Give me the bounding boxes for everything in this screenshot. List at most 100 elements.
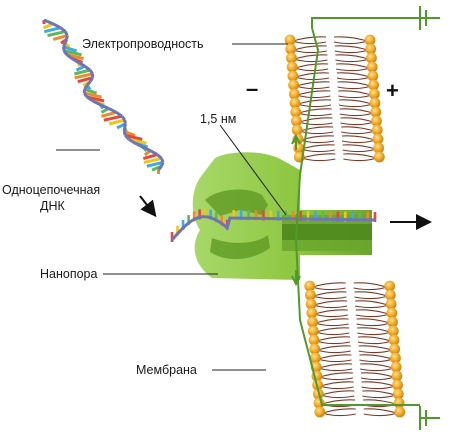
lipid-tail — [363, 408, 400, 417]
lipid-tail — [355, 309, 393, 318]
lipid-head — [371, 115, 382, 127]
lipid-tail — [314, 345, 351, 354]
dna-base — [63, 49, 82, 57]
dna-backbone — [83, 84, 89, 91]
lipid-head — [387, 316, 398, 328]
dna-base — [143, 156, 163, 164]
lipid-tail — [316, 372, 353, 381]
lipid-tail — [357, 327, 394, 336]
lipid-tail — [313, 327, 350, 336]
lipid-tail — [354, 291, 391, 300]
lipid-tail — [289, 36, 327, 45]
dna-direction-arrow-in — [139, 195, 157, 218]
label-nanopore: Нанопора — [40, 267, 98, 281]
lipid-head — [291, 124, 303, 136]
lipid-head — [364, 34, 376, 46]
lipid-head — [310, 352, 321, 364]
lipid-tail — [333, 36, 371, 45]
dna-backbone — [62, 49, 68, 56]
lipid-head — [392, 379, 403, 391]
lipid-tail — [315, 354, 352, 363]
dna-base — [43, 26, 61, 34]
lipid-head — [392, 388, 404, 400]
lipid-head — [369, 97, 381, 109]
dna-backbone — [134, 141, 144, 149]
lipid-head — [309, 343, 321, 355]
dna-backbone — [82, 92, 89, 98]
lipid-tail — [336, 63, 373, 72]
sign-positive: + — [386, 78, 399, 103]
lipid-tail — [295, 108, 332, 117]
lipid-tail — [336, 72, 374, 81]
lipid-tail — [361, 381, 398, 390]
dna-backbone — [83, 64, 91, 72]
lipid-head — [370, 106, 382, 118]
lipid-tail — [292, 72, 329, 81]
lipid-head — [365, 43, 377, 55]
lipid-tail — [291, 63, 329, 72]
lipid-tail — [359, 354, 396, 363]
dna-base — [84, 87, 98, 95]
lipid-head — [385, 289, 396, 301]
lipid-head — [314, 406, 326, 418]
lipid-tail — [310, 300, 348, 309]
dna-base — [142, 153, 158, 161]
lipid-tail — [341, 135, 379, 144]
lipid-tail — [334, 45, 371, 54]
dna-backbone — [77, 61, 86, 68]
lipid-tail — [356, 318, 393, 327]
dna-backbone — [115, 111, 123, 118]
label-ssdna-line1: Одноцепочечная — [2, 183, 101, 197]
lipid-head — [308, 334, 320, 346]
dna-backbone — [99, 103, 110, 110]
dna-base — [74, 72, 93, 80]
lipid-tail — [290, 45, 327, 54]
lipid-head — [305, 298, 317, 310]
lipid-tail — [315, 363, 353, 372]
dna-in-nanopore — [170, 208, 377, 242]
dna-base — [124, 133, 143, 141]
dna-backbone — [64, 30, 69, 37]
dna-backbone — [123, 119, 127, 125]
lipid-tail — [353, 282, 390, 291]
lipid-head — [306, 307, 318, 319]
lipid-head — [385, 298, 397, 310]
dna-base — [74, 68, 91, 76]
lipid-head — [366, 61, 378, 73]
lipid-head — [288, 79, 299, 91]
dna-backbone — [160, 157, 165, 163]
lipid-head — [389, 343, 401, 355]
dna-base — [146, 160, 164, 168]
lipid-tail — [343, 153, 380, 162]
lipid-tail — [297, 135, 335, 144]
lipid-head — [394, 406, 406, 418]
lipid-head — [371, 124, 383, 136]
lipid-tail — [296, 117, 333, 126]
label-conductivity: Электропроводность — [82, 37, 204, 51]
lipid-head — [286, 52, 297, 64]
lipid-tail — [309, 282, 346, 291]
lipid-tail — [311, 309, 348, 318]
dna-backbone — [120, 115, 126, 121]
dna-backbone — [122, 131, 127, 136]
dna-backbone — [52, 22, 62, 30]
lipid-tail — [358, 345, 395, 354]
dna-backbone — [65, 35, 69, 40]
dna-backbone — [160, 161, 165, 167]
label-diameter: 1,5 нм — [200, 112, 237, 126]
dna-backbone — [85, 80, 92, 87]
lipid-head — [305, 289, 316, 301]
dna-base — [52, 33, 68, 41]
lipid-tail — [339, 108, 376, 117]
lipid-head — [284, 34, 296, 46]
lipid-head — [290, 106, 302, 118]
dna-backbone — [62, 42, 67, 48]
ground-symbol-top — [419, 6, 440, 30]
dna-base — [47, 30, 66, 38]
lipid-tail — [296, 126, 334, 135]
dna-base — [77, 76, 93, 84]
dna-backbone — [156, 153, 163, 160]
dna-base — [103, 114, 123, 122]
lipid-tail — [357, 336, 395, 345]
